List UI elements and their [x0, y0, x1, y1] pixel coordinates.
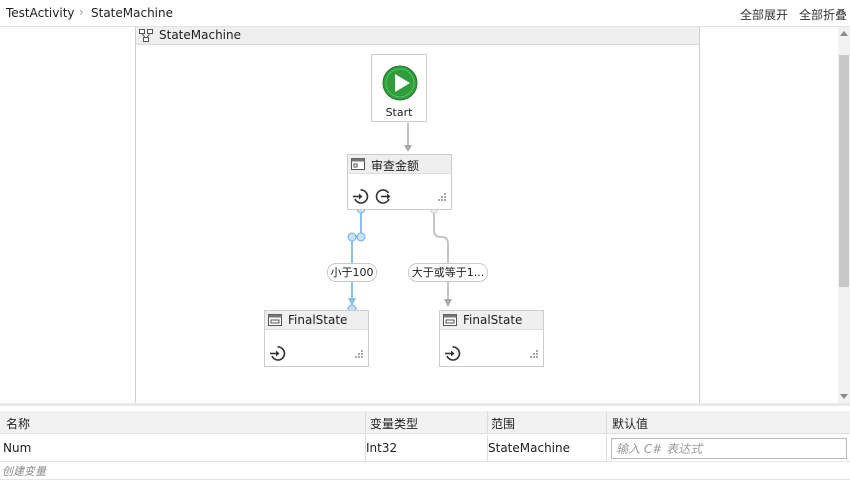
- breadcrumb-bar: TestActivity › StateMachine 全部展开 全部折叠: [0, 0, 850, 27]
- state-final-right[interactable]: FinalState: [439, 310, 544, 367]
- state-final-left-header[interactable]: FinalState: [265, 311, 368, 330]
- breadcrumb-current[interactable]: StateMachine: [91, 6, 173, 20]
- final-state-icon: [268, 314, 282, 329]
- container-header[interactable]: StateMachine: [136, 27, 699, 45]
- state-final-right-title: FinalState: [463, 313, 523, 327]
- divider: [0, 479, 850, 480]
- variable-scope-cell[interactable]: StateMachine: [488, 441, 570, 455]
- transition-lines: [347, 123, 452, 314]
- start-label: Start: [385, 106, 413, 119]
- column-divider: [487, 435, 488, 462]
- state-final-left-title: FinalState: [288, 313, 348, 327]
- resize-grip-icon[interactable]: [530, 348, 539, 362]
- breadcrumb-root[interactable]: TestActivity: [6, 6, 75, 20]
- column-divider[interactable]: [365, 411, 366, 434]
- scroll-up-icon[interactable]: [840, 31, 848, 36]
- transition-label-greater[interactable]: 大于或等于1...: [408, 263, 488, 282]
- column-divider[interactable]: [487, 411, 488, 434]
- breadcrumb-chevron-icon: ›: [79, 5, 84, 19]
- variable-type-cell[interactable]: Int32: [366, 441, 398, 455]
- entry-action-icon[interactable]: [444, 345, 461, 365]
- column-header-type[interactable]: 变量类型: [370, 417, 419, 431]
- state-icon: [351, 158, 365, 173]
- column-header-scope[interactable]: 范围: [491, 417, 516, 431]
- final-state-icon: [443, 314, 457, 329]
- state-review-header[interactable]: 审查金额: [348, 155, 451, 174]
- state-machine-icon: [139, 29, 153, 45]
- less-link-handle-left: [347, 232, 357, 242]
- column-header-default[interactable]: 默认值: [612, 417, 649, 431]
- start-node[interactable]: Start: [371, 54, 427, 122]
- vertical-scrollbar[interactable]: [838, 27, 850, 403]
- column-divider: [606, 435, 607, 462]
- container-title: StateMachine: [159, 28, 241, 42]
- exit-action-icon[interactable]: [375, 188, 392, 208]
- state-review-title: 审查金额: [371, 159, 420, 173]
- variables-header-row: 名称 变量类型 范围 默认值: [0, 411, 850, 434]
- state-final-left[interactable]: FinalState: [264, 310, 369, 367]
- default-value-input[interactable]: [611, 438, 847, 459]
- create-variable-link[interactable]: 创建变量: [2, 465, 46, 478]
- scroll-down-icon[interactable]: [840, 394, 848, 399]
- column-divider: [365, 435, 366, 462]
- start-play-icon: [382, 65, 418, 104]
- table-row[interactable]: Num Int32 StateMachine: [0, 435, 850, 462]
- greater-link-arrow: [444, 299, 452, 307]
- variable-name-cell[interactable]: Num: [3, 441, 32, 455]
- transition-label-less[interactable]: 小于100: [327, 263, 377, 282]
- entry-action-icon[interactable]: [352, 188, 369, 208]
- variables-panel: 名称 变量类型 范围 默认值 Num Int32 StateMachine 创建…: [0, 403, 850, 490]
- start-link-arrow: [404, 145, 412, 152]
- less-link-handle-right: [356, 232, 366, 242]
- designer-canvas: StateMachine: [0, 27, 838, 403]
- state-final-right-header[interactable]: FinalState: [440, 311, 543, 330]
- greater-link-line: [433, 209, 449, 306]
- column-header-name[interactable]: 名称: [6, 417, 31, 431]
- state-review[interactable]: 审查金额: [347, 154, 452, 210]
- scrollbar-thumb[interactable]: [839, 55, 849, 287]
- resize-grip-icon[interactable]: [438, 191, 447, 205]
- column-divider[interactable]: [606, 411, 607, 434]
- entry-action-icon[interactable]: [269, 345, 286, 365]
- less-link-arrow: [348, 298, 356, 306]
- collapse-all-button[interactable]: 全部折叠: [799, 8, 848, 22]
- resize-grip-icon[interactable]: [355, 348, 364, 362]
- expand-all-button[interactable]: 全部展开: [740, 8, 789, 22]
